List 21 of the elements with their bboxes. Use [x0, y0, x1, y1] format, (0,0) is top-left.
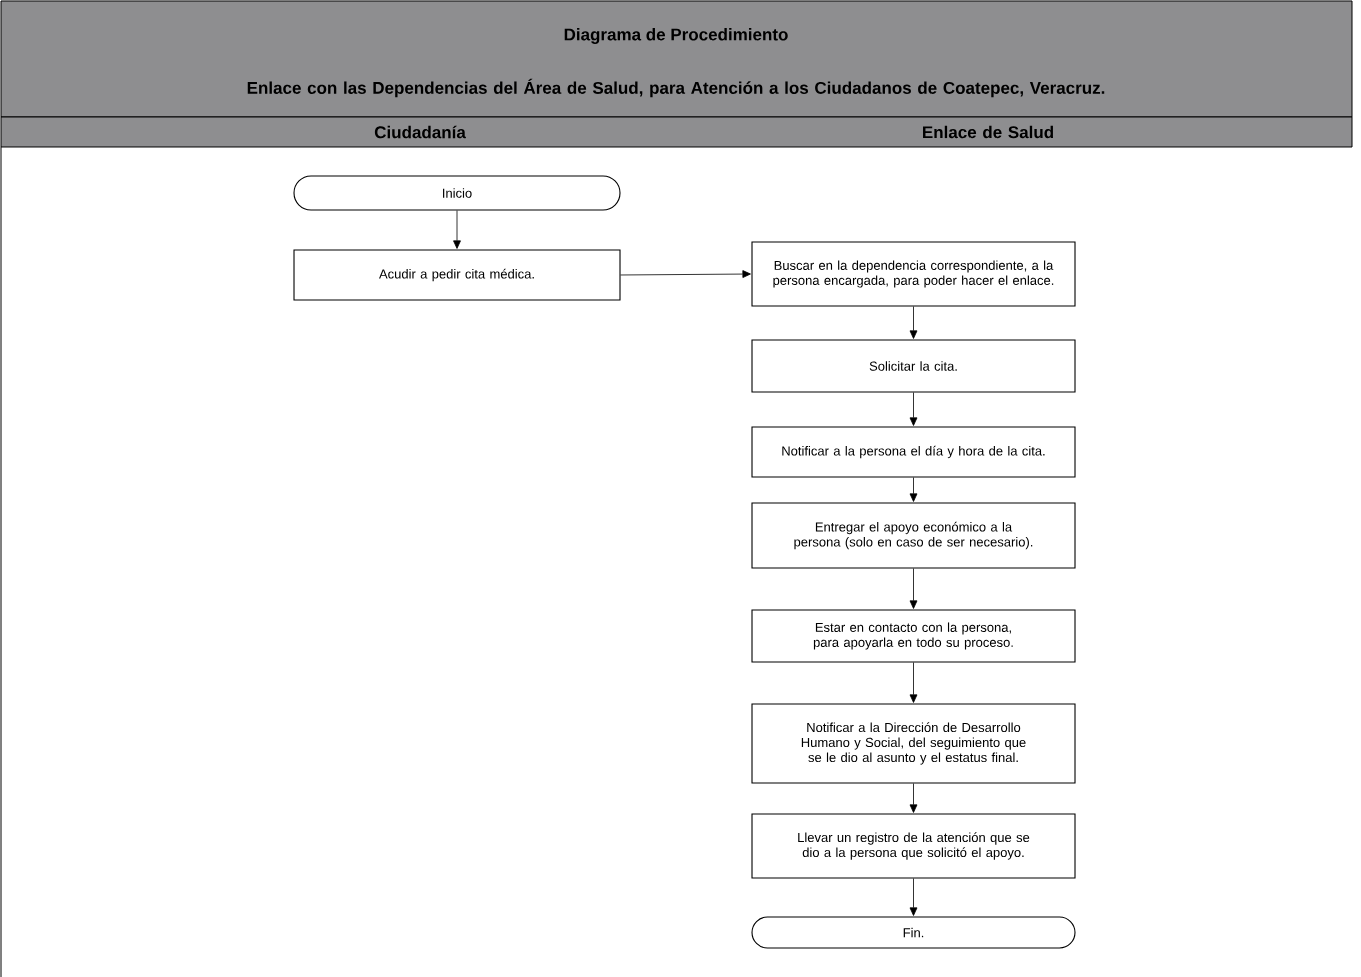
process-box: Llevar un registro de la atención que se dio a la persona que solicitó el apoyo. [751, 813, 1076, 879]
column-header: Enlace de Salud [923, 125, 1053, 139]
title: Diagrama de Procedimiento [564, 28, 788, 44]
arrow [620, 270, 751, 278]
process-box: Notificar a la persona el día y hora de la cita. [751, 426, 1076, 478]
arrow [909, 568, 918, 609]
arrow [909, 392, 918, 426]
process-box: Solicitar la cita. [751, 339, 1076, 393]
process-box: Entregar el apoyo económico a la persona (solo en caso de ser necesario). [751, 502, 1076, 569]
arrow [909, 878, 918, 916]
process-box: Estar en contacto con la persona, para apoyarla en todo su proceso. [751, 609, 1076, 663]
column-header: Ciudadanía [374, 125, 466, 139]
process-box: Acudir a pedir cita médica. [293, 249, 621, 301]
arrow [909, 783, 918, 813]
process-box: Buscar en la dependencia correspondiente, a la persona encargada, para poder hacer el enlace. [751, 241, 1076, 307]
process-box: Notificar a la Dirección de Desarrollo Humano y Social, del seguimiento que se le dio al asunto y el estatus final. [751, 703, 1076, 784]
arrow [909, 306, 918, 339]
subtitle: Enlace con las Dependencias del Área de Salud, para Atención a los Ciudadanos de Coatepec, Veracruz. [247, 78, 1105, 98]
arrow [453, 210, 461, 249]
arrow [909, 662, 918, 703]
arrow [909, 477, 918, 502]
